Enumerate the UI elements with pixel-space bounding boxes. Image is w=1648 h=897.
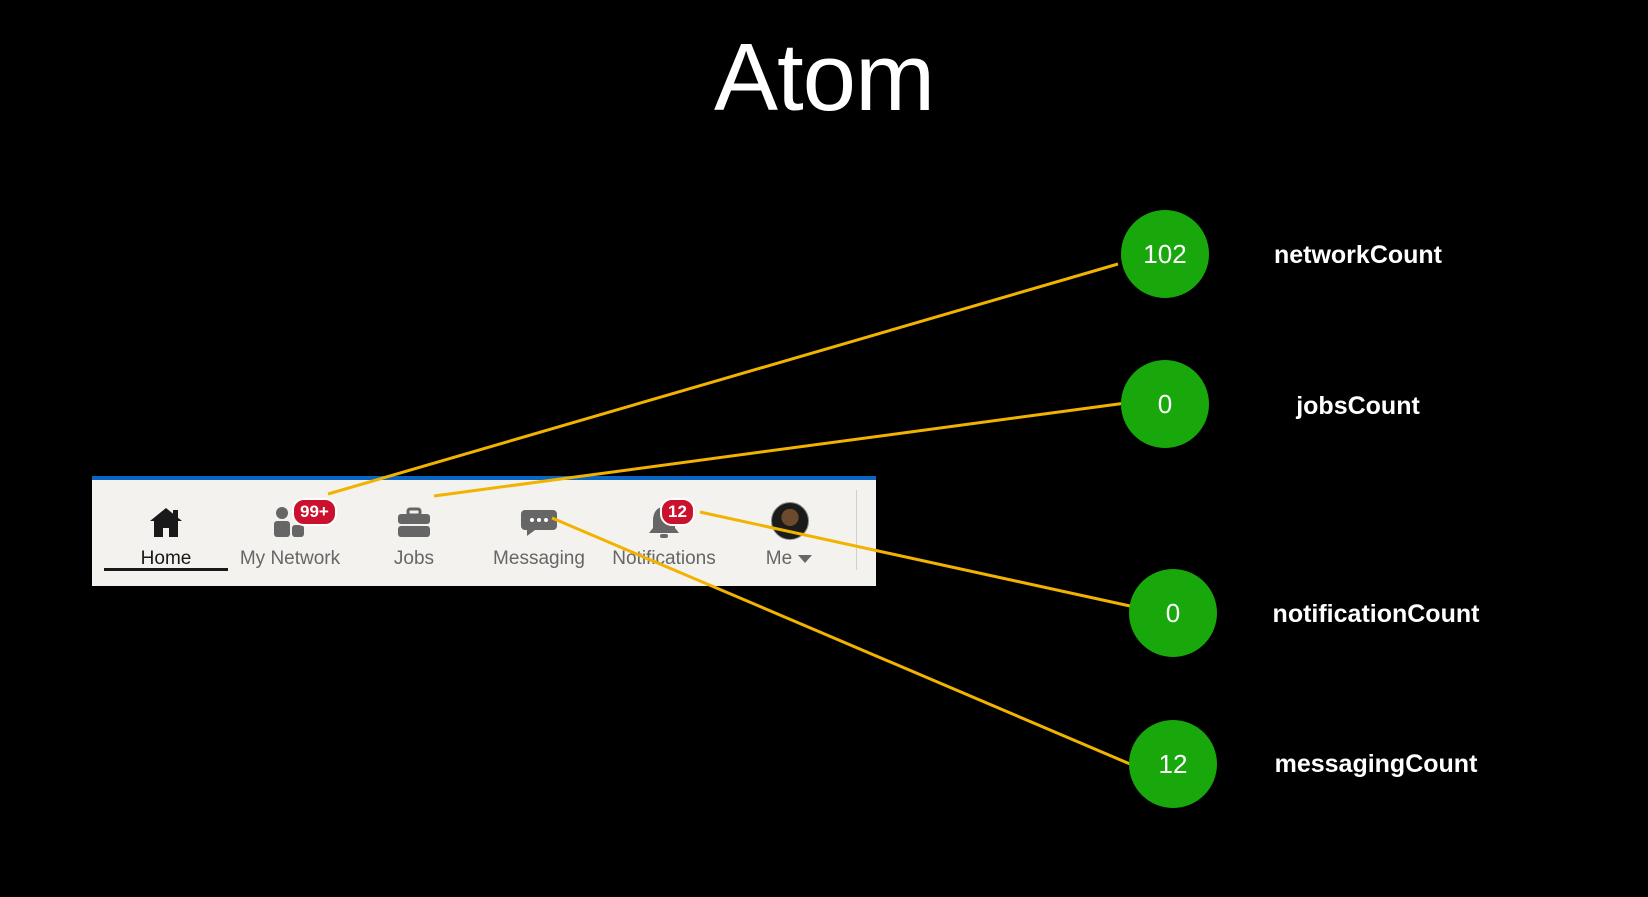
atom-label-messaging: messagingCount [1274,750,1478,778]
atom-bubble-notifications: 0 [1129,569,1217,657]
nav-item-jobs[interactable]: Jobs [354,494,474,584]
chevron-down-icon [798,554,813,563]
atom-bubble-network: 102 [1121,210,1209,298]
nav-divider [856,490,857,570]
nav-bar: Home 99+ My Network Jobs Messaging [92,476,876,586]
active-tab-underline [104,568,228,571]
avatar [771,502,809,540]
nav-item-me[interactable]: Me [729,494,849,584]
me-label-text: Me [765,548,793,569]
nav-label-home: Home [140,548,192,569]
atom-label-network: networkCount [1273,241,1443,269]
atom-bubble-jobs: 0 [1121,360,1209,448]
nav-item-home[interactable]: Home [106,494,226,584]
network-badge: 99+ [292,498,337,526]
nav-label-my-network: My Network [239,548,341,569]
atom-label-notifications: notificationCount [1272,600,1480,628]
nav-label-jobs: Jobs [393,548,435,569]
page-title: Atom [713,24,935,131]
nav-item-my-network[interactable]: 99+ My Network [230,494,350,584]
briefcase-icon [398,507,430,537]
notifications-badge: 12 [660,498,695,526]
chat-bubble-icon [521,510,557,536]
connector-network [327,262,1119,496]
nav-label-me: Me [709,548,869,570]
home-icon [150,508,182,537]
nav-item-notifications[interactable]: 12 Notifications [604,494,724,584]
atom-bubble-messaging: 12 [1129,720,1217,808]
network-people-icon [274,507,304,537]
nav-item-messaging[interactable]: Messaging [479,494,599,584]
atom-label-jobs: jobsCount [1296,392,1420,420]
